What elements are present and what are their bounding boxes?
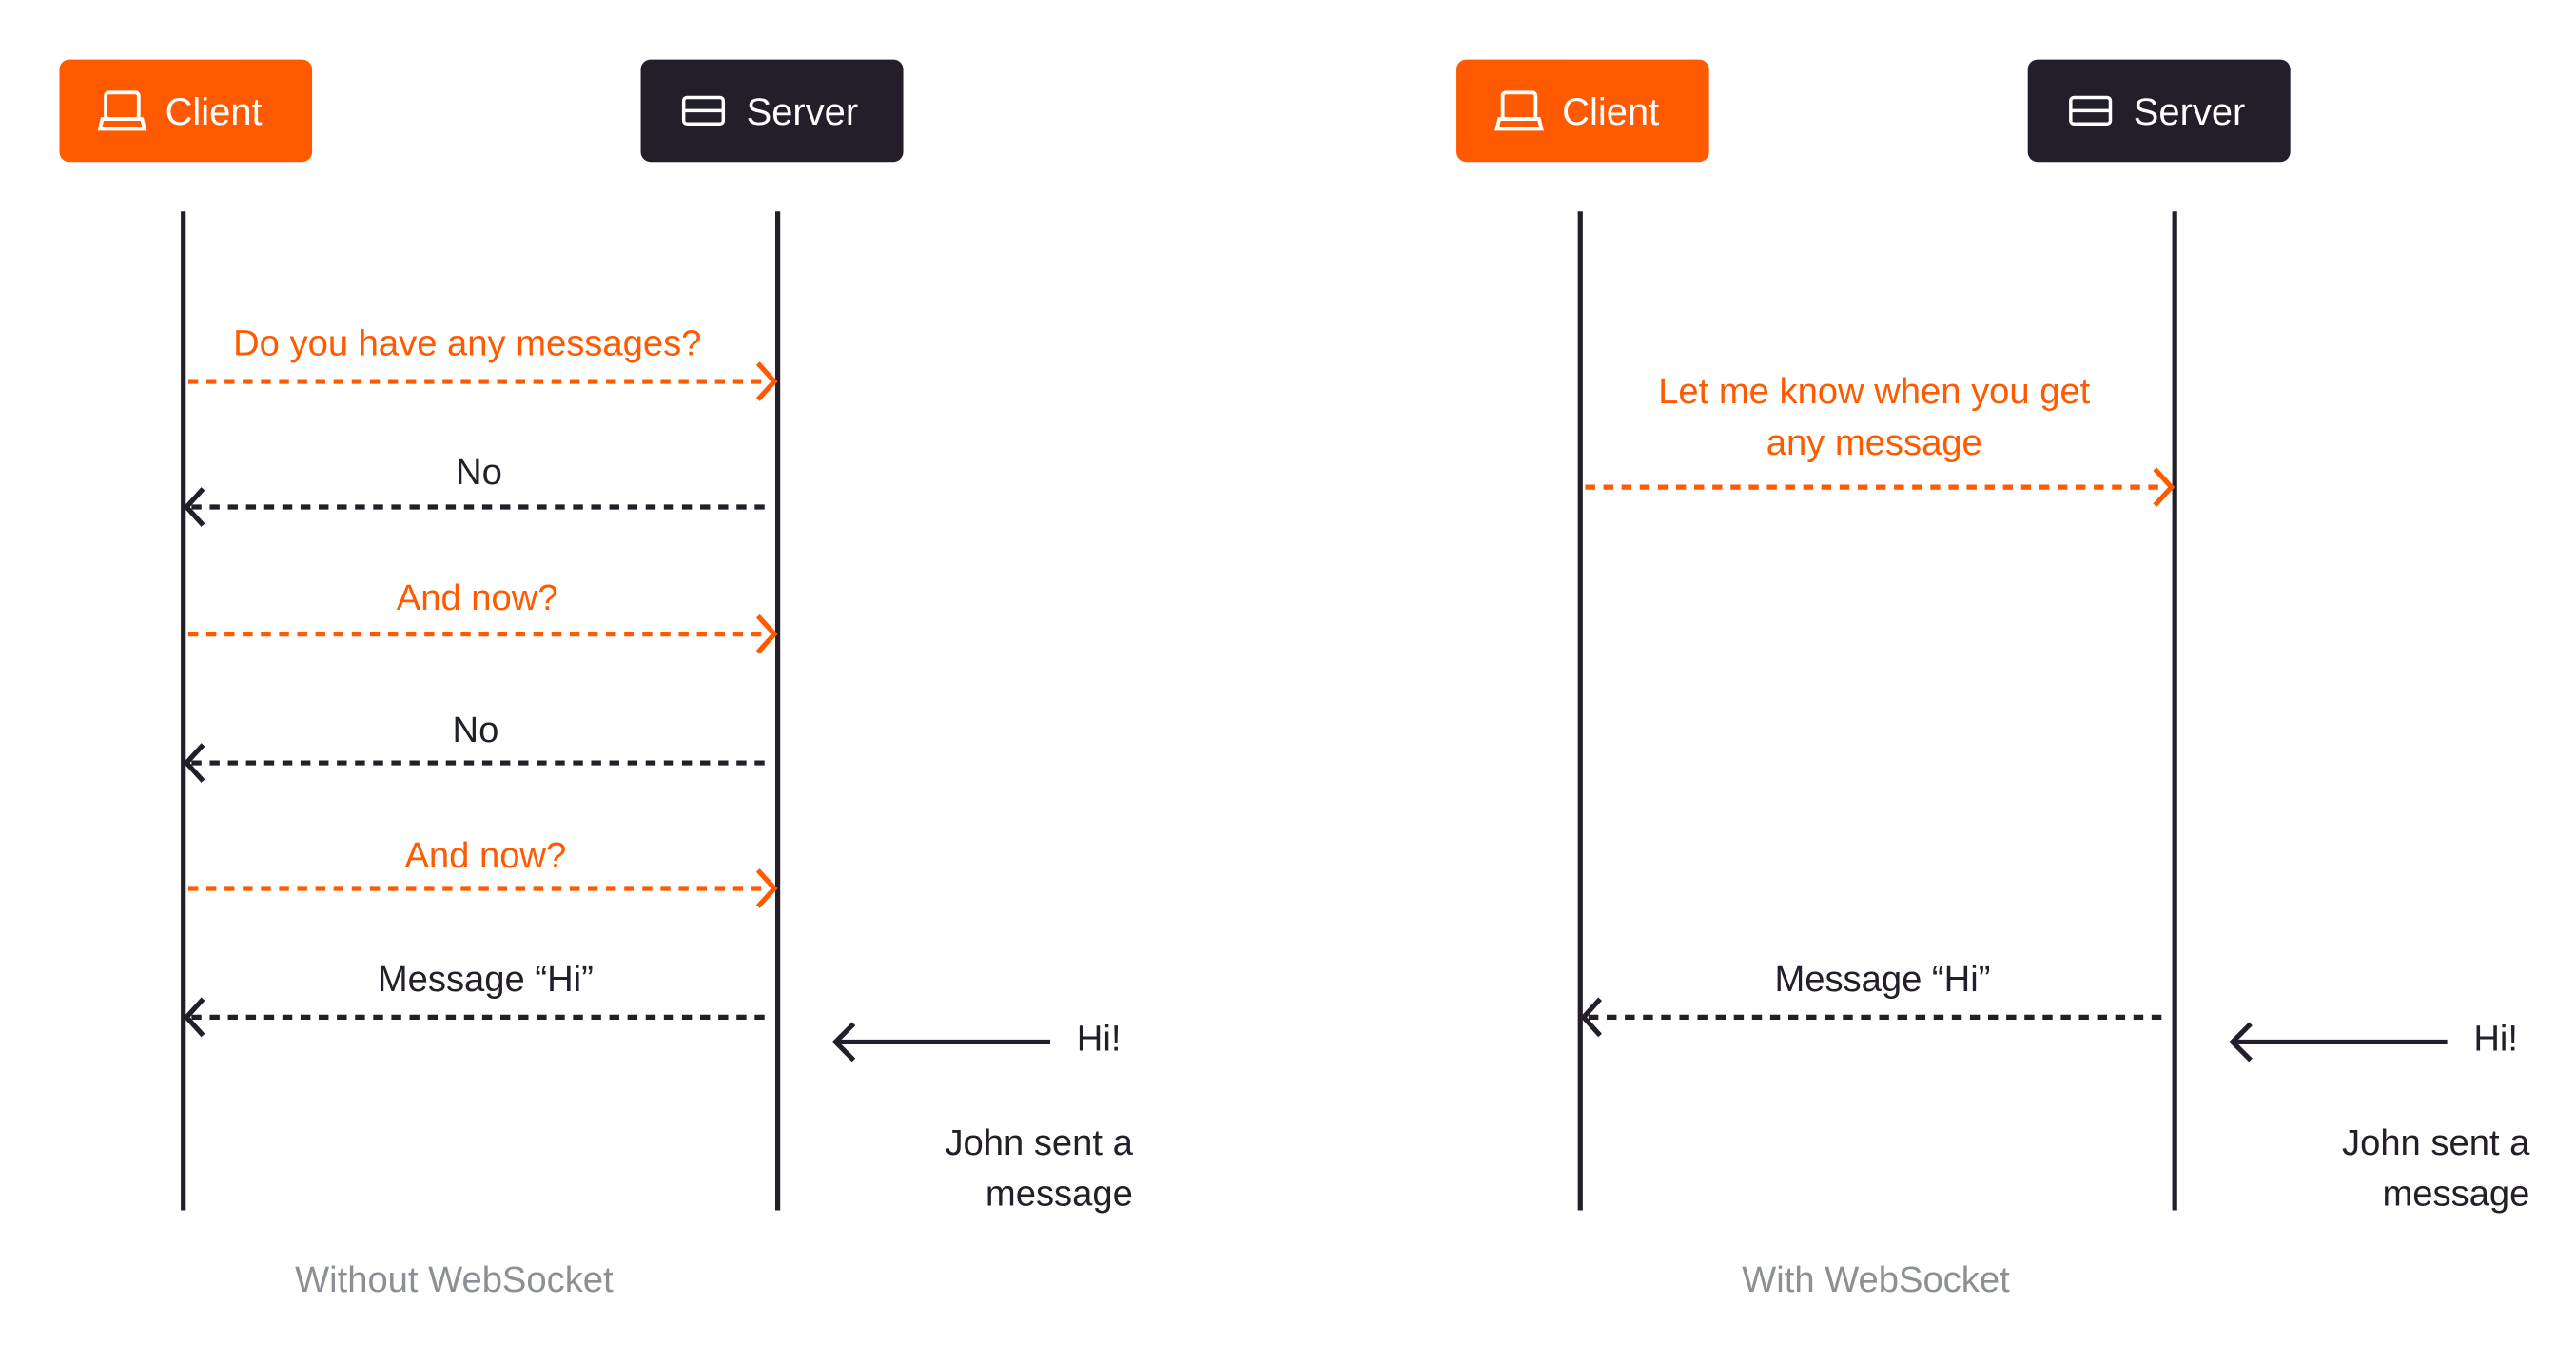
message-arrow-2: No [183,452,770,527]
message-label: Do you have any messages? [233,323,701,364]
push-message-arrow: Message “Hi” [1580,959,2167,1038]
message-label: Message “Hi” [378,959,594,1000]
caption: Without WebSocket [295,1259,614,1300]
note-line-2: message [2383,1174,2530,1215]
client-box: Client [59,59,313,163]
note-line-1: John sent a [2342,1122,2530,1163]
incoming-label: Hi! [1077,1018,1122,1059]
message-label: Message “Hi” [1774,959,1990,1000]
caption: With WebSocket [1742,1259,2010,1300]
message-arrow-4: No [183,710,770,783]
server-box: Server [2027,59,2291,163]
server-label: Server [2134,91,2246,133]
client-box: Client [1456,59,1709,163]
with-websocket-diagram: Client Server Let me know when you get a… [1456,59,2530,1300]
server-icon [2069,95,2113,127]
message-arrow-3: And now? [187,577,778,654]
note-line-2: message [986,1174,1133,1215]
message-arrow-6: Message “Hi” [183,959,770,1038]
server-icon [681,95,726,127]
incoming-label: Hi! [2473,1018,2518,1059]
message-label: And now? [397,577,558,618]
incoming-message-arrow: Hi! [831,1018,1122,1062]
message-arrow-5: And now? [187,835,778,908]
laptop-icon [97,90,147,131]
client-label: Client [166,91,263,133]
message-label: No [453,710,499,750]
client-label: Client [1562,91,1659,133]
message-label: And now? [404,835,566,876]
without-websocket-diagram: Client Server Do you have any messages? … [59,59,1134,1300]
request-label-line-1: Let me know when you get [1658,371,2090,412]
subscribe-request-arrow: Let me know when you get any message [1585,371,2176,508]
message-arrow-1: Do you have any messages? [187,323,778,401]
note-line-1: John sent a [945,1122,1133,1163]
incoming-message-arrow: Hi! [2229,1018,2518,1062]
laptop-icon [1494,90,1544,131]
request-label-line-2: any message [1766,422,1982,463]
server-box: Server [640,59,904,163]
message-label: No [456,452,502,493]
server-label: Server [747,91,859,133]
